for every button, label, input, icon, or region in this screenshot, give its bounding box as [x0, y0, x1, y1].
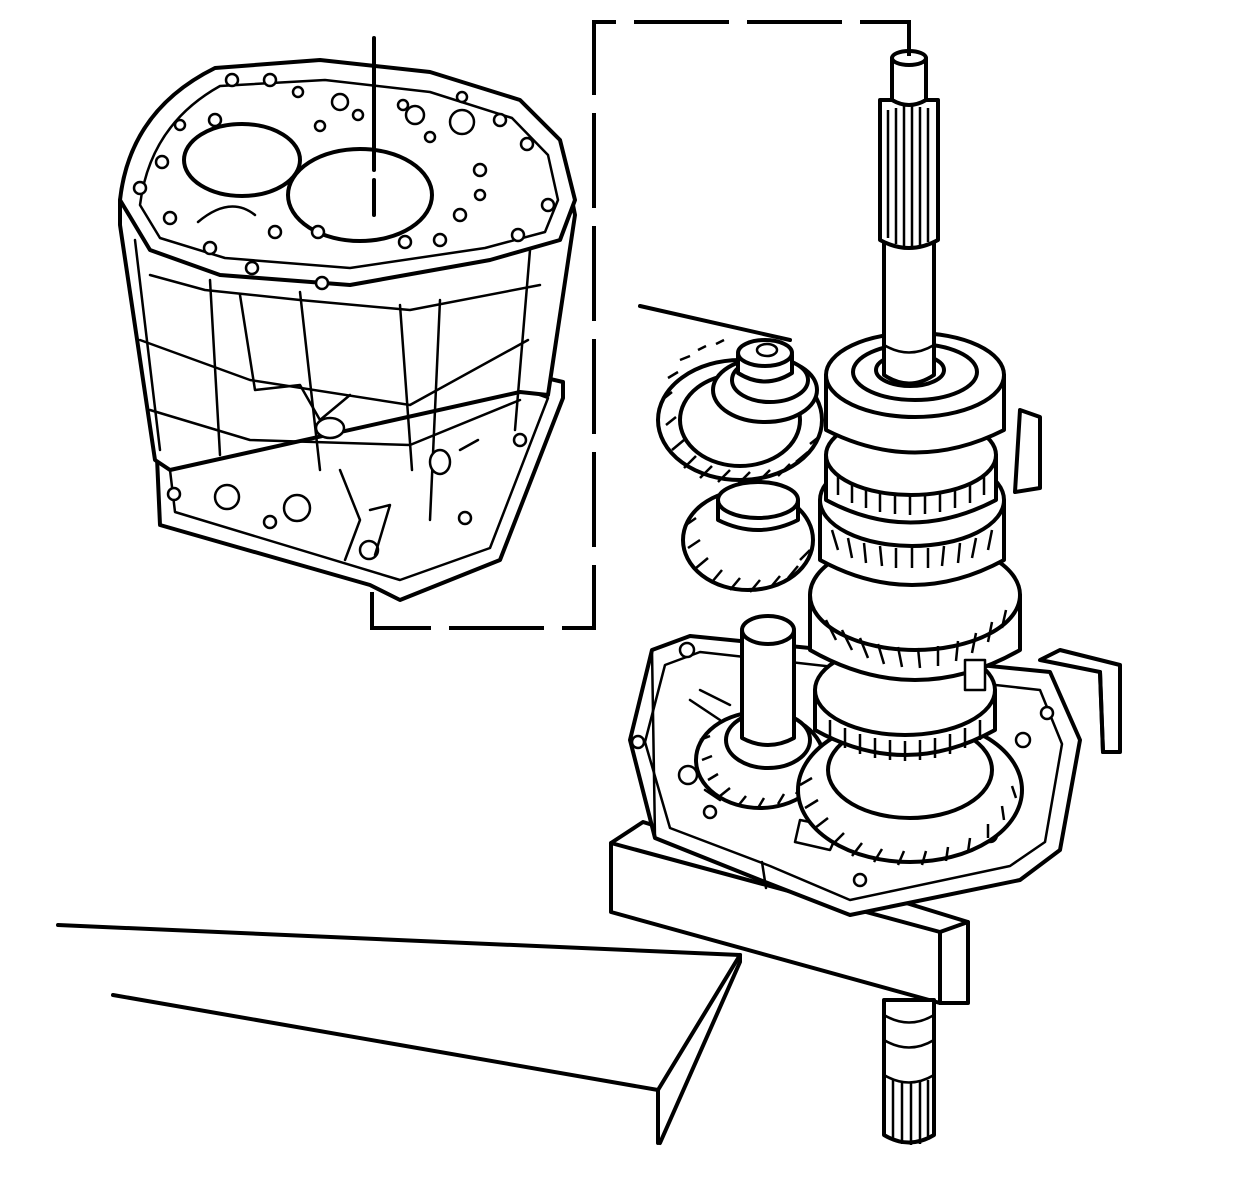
- workbench-icon: [56, 923, 742, 1145]
- countershaft-gears-icon: [656, 338, 842, 852]
- input-shaft-icon: [878, 49, 940, 386]
- alignment-lines: [370, 20, 911, 630]
- output-shaft-icon: [882, 998, 936, 1145]
- transmission-case-icon: [118, 58, 577, 602]
- holding-fixture-icon: [609, 304, 1122, 1005]
- mainshaft-gears-icon: [796, 331, 1024, 866]
